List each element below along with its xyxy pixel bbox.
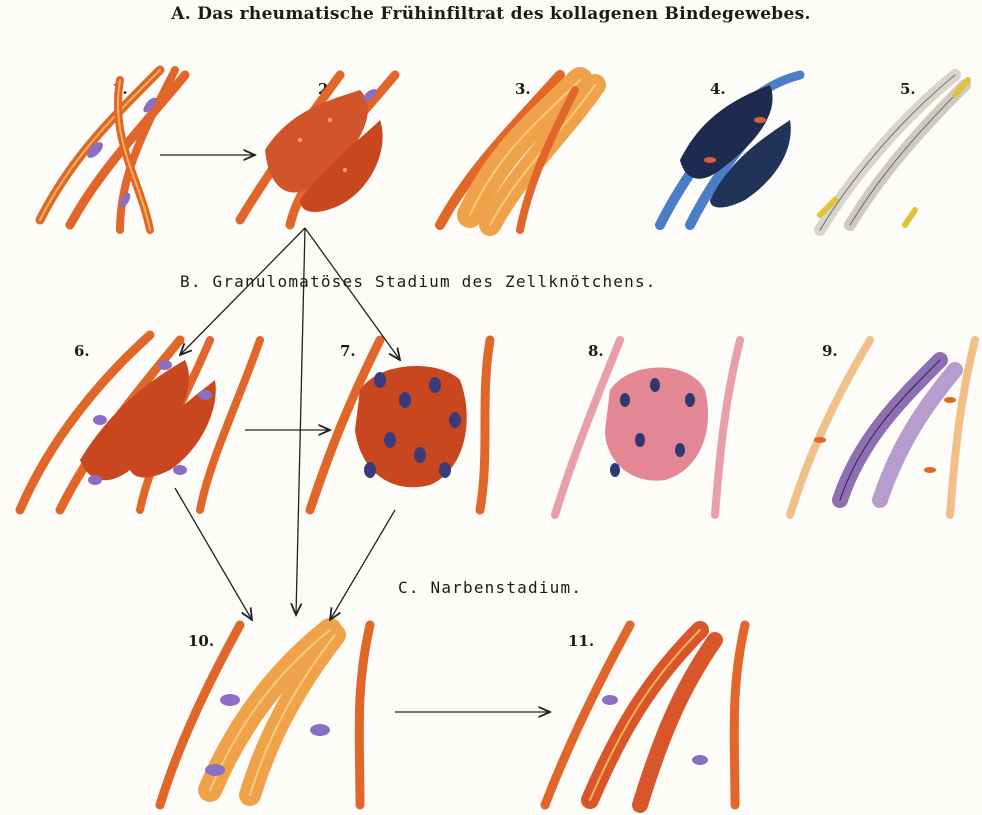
arrow-6-to-10 [175,488,252,620]
figure-3-striated-fibers [440,75,595,230]
figure-5-pale-fibers [820,75,968,230]
figure-1-normal-fibers [40,70,185,230]
figure-10-scar-tissue [160,625,370,805]
figure-7-cellular-nodule [310,340,490,510]
figure-2-fibrinoid-swelling [240,75,395,225]
arrow-7-to-10 [330,510,395,620]
figure-4-blue-stain [660,75,800,225]
arrow-2-to-7 [305,228,400,360]
arrow-2-to-6 [180,228,305,355]
progression-arrows [160,155,550,712]
figure-11-mature-scar [545,625,745,805]
figure-6-early-granuloma [20,335,260,510]
figure-9-violet-fibers [790,340,975,515]
arrow-2-to-10 [296,228,305,615]
figure-8-pink-granuloma [555,340,740,515]
